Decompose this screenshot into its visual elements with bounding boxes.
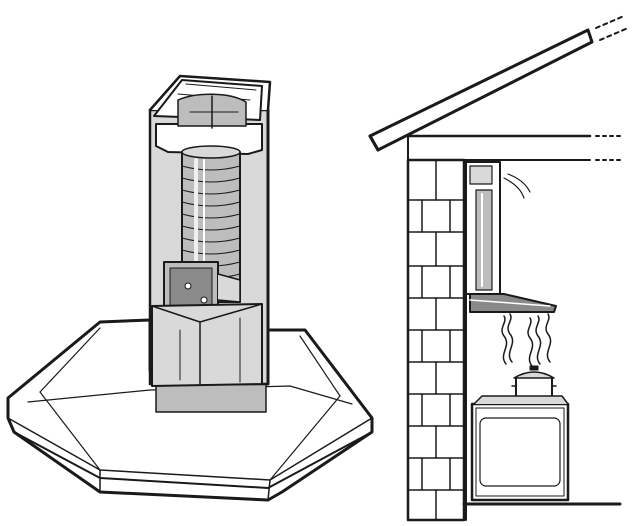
hood bbox=[469, 293, 557, 313]
range-hood-cutaway bbox=[6, 74, 374, 502]
upper-bracket bbox=[155, 93, 263, 155]
brick-wall bbox=[406, 158, 466, 522]
ceiling bbox=[406, 134, 621, 161]
installation-cross-section bbox=[368, 15, 629, 522]
steam bbox=[501, 313, 552, 367]
roof bbox=[368, 15, 629, 152]
wall-duct bbox=[465, 161, 531, 295]
lower-housing bbox=[151, 303, 263, 387]
stove bbox=[470, 395, 570, 502]
